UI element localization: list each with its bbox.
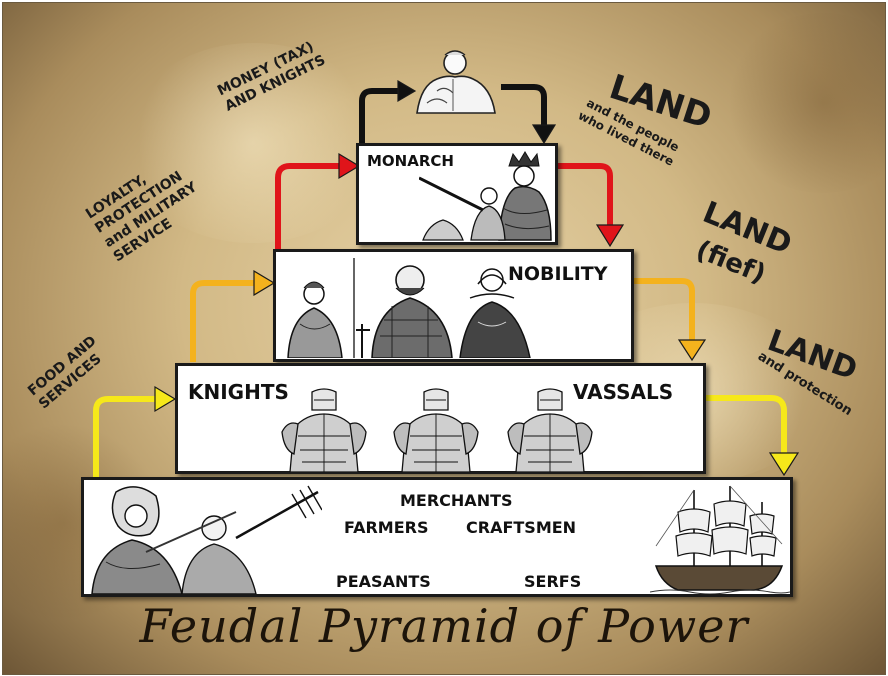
tier-label-serfs: SERFS — [524, 572, 582, 591]
arrowhead — [154, 385, 177, 413]
king-icon — [419, 151, 552, 241]
arrowhead — [677, 339, 707, 362]
arrowhead — [338, 152, 361, 180]
ship-icon — [650, 485, 790, 594]
arrowhead — [595, 224, 625, 248]
parchment-stain — [723, 13, 885, 193]
tier-label-farmers: FARMERS — [344, 518, 429, 537]
tier-label-craftsmen: CRAFTSMEN — [466, 518, 577, 537]
parchment-stain — [123, 43, 383, 243]
arrowhead — [531, 124, 557, 145]
tier-knights: KNIGHTS VASSALS — [175, 363, 706, 474]
tier-label-merchants: MERCHANTS — [400, 491, 513, 510]
noble-icon — [287, 258, 531, 358]
arrow-peasants-to-knights — [93, 396, 156, 477]
arrowhead — [397, 79, 417, 103]
arrows-layer — [93, 79, 800, 477]
tier-commoners: MERCHANTS FARMERS CRAFTSMEN PEASANTS SER… — [81, 477, 793, 597]
tier-nobility: NOBILITY — [273, 249, 634, 362]
tier-monarch: MONARCH — [356, 143, 558, 245]
arrow-nobility-to-monarch — [275, 163, 340, 249]
knight-icon — [507, 388, 593, 472]
arrowhead — [768, 452, 800, 477]
arrow-knights-to-peasants — [705, 395, 787, 453]
tier-label-nobility: NOBILITY — [508, 263, 608, 285]
arrow-pope-to-monarch — [501, 84, 547, 125]
pope-icon — [416, 50, 496, 114]
arrow-monarch-to-nobility — [558, 163, 613, 225]
knight-icon — [393, 388, 479, 472]
diagram-title: Feudal Pyramid of Power — [139, 599, 749, 653]
knight-icon — [281, 388, 593, 472]
arrow-nobility-to-knights — [634, 278, 695, 340]
tier-label-vassals: VASSALS — [573, 380, 674, 404]
tier-label-knights: KNIGHTS — [188, 380, 289, 404]
tier-label-peasants: PEASANTS — [336, 572, 431, 591]
arrowhead — [253, 269, 276, 297]
tier-label-monarch: MONARCH — [367, 152, 454, 170]
peasant-icon — [91, 485, 322, 594]
arrow-knights-to-nobility — [190, 280, 255, 362]
arrow-monarch-to-pope — [359, 88, 398, 145]
